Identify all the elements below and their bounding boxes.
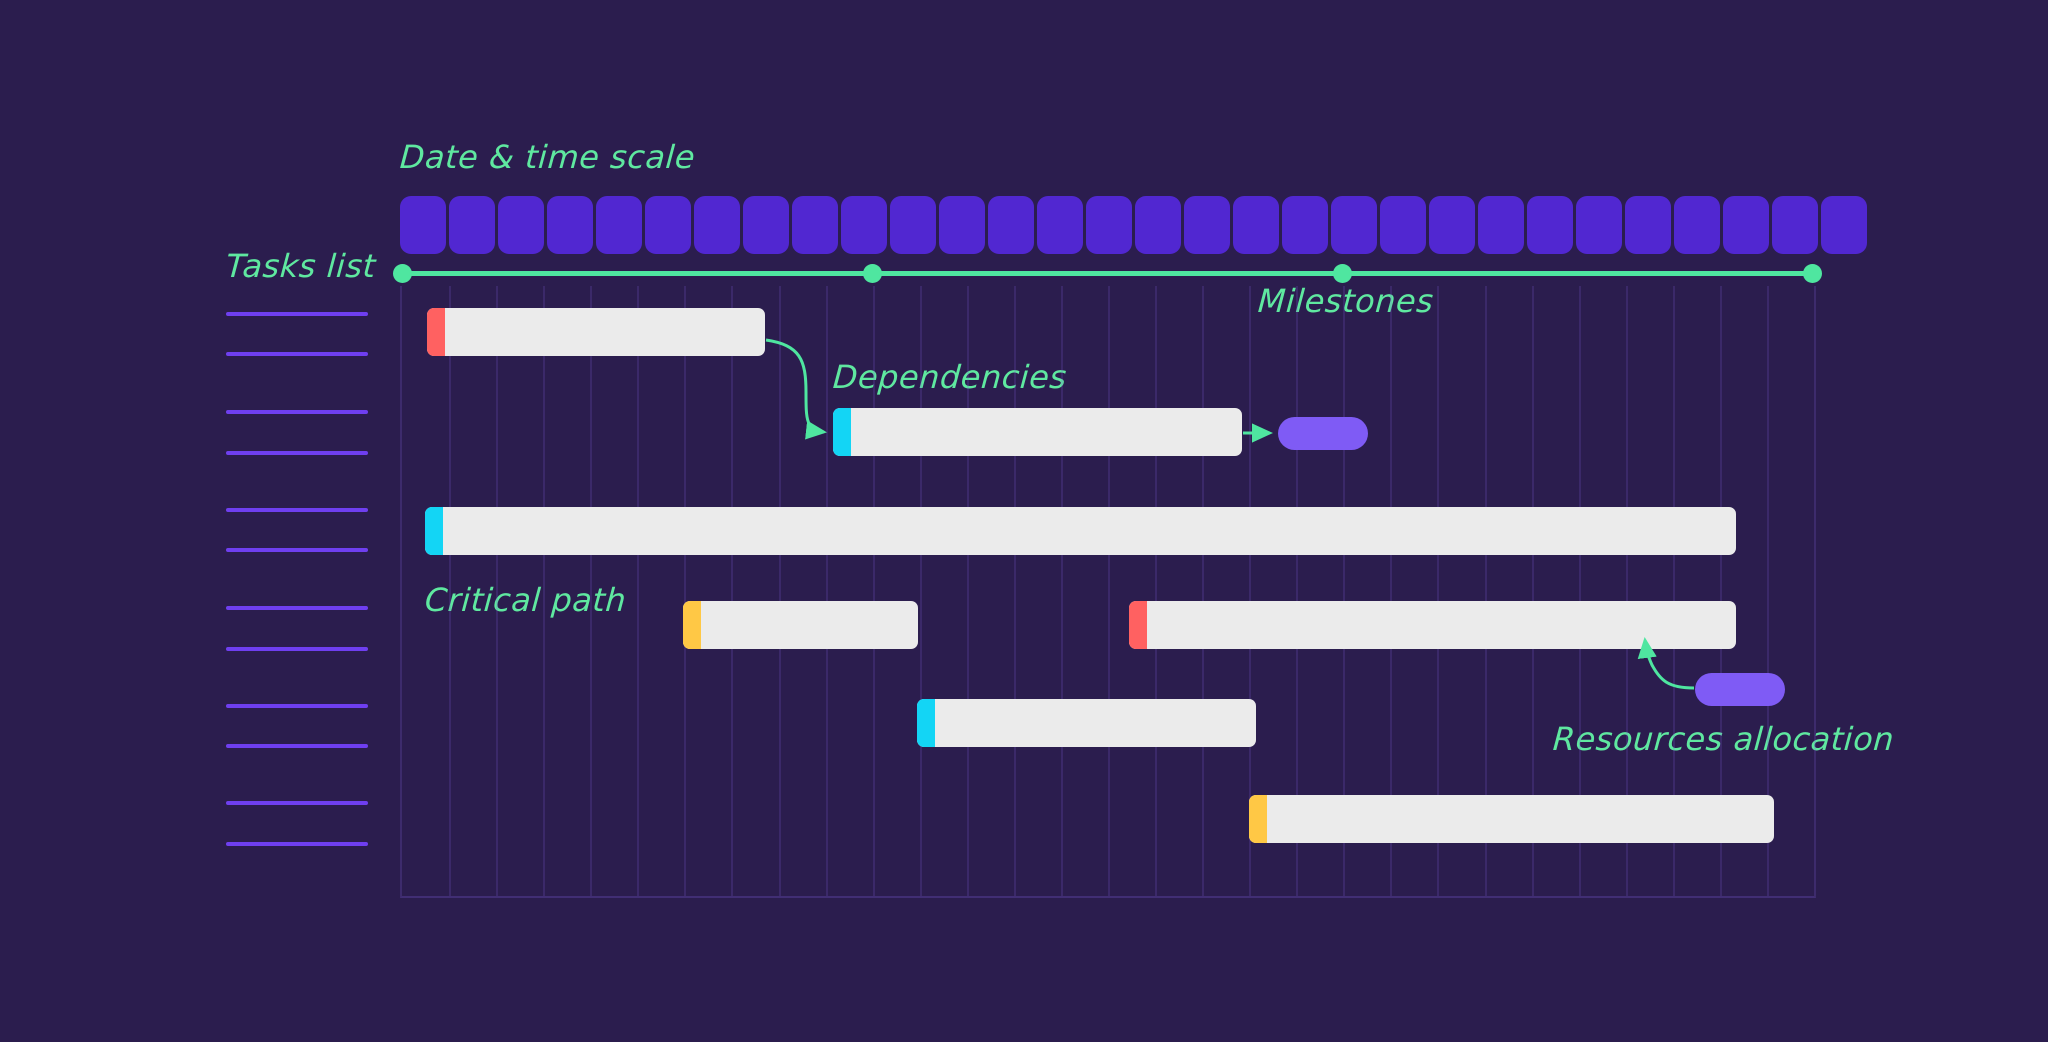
gantt-bar[interactable] xyxy=(427,308,765,356)
date-scale-cell[interactable] xyxy=(596,196,642,254)
grid-line xyxy=(1485,286,1487,896)
gantt-bar-accent xyxy=(917,699,935,747)
task-list-line[interactable] xyxy=(226,801,368,805)
date-scale-cell[interactable] xyxy=(1037,196,1083,254)
task-list-line[interactable] xyxy=(226,451,368,455)
gantt-bar-accent xyxy=(1129,601,1147,649)
date-scale-cell[interactable] xyxy=(1282,196,1328,254)
date-scale-cell[interactable] xyxy=(743,196,789,254)
date-scale-cell[interactable] xyxy=(1625,196,1671,254)
grid-line xyxy=(873,286,875,896)
grid-line xyxy=(1249,286,1251,896)
grid-line xyxy=(543,286,545,896)
task-list-line[interactable] xyxy=(226,548,368,552)
date-scale-cell[interactable] xyxy=(1674,196,1720,254)
date-scale-cell[interactable] xyxy=(694,196,740,254)
grid-line xyxy=(1061,286,1063,896)
date-scale-cell[interactable] xyxy=(841,196,887,254)
gantt-bar[interactable] xyxy=(425,507,1736,555)
milestone-dot[interactable] xyxy=(393,264,412,283)
gantt-grid xyxy=(400,286,1816,898)
task-list-line[interactable] xyxy=(226,410,368,414)
gantt-bar[interactable] xyxy=(683,601,918,649)
date-scale-cell[interactable] xyxy=(1184,196,1230,254)
grid-line xyxy=(1202,286,1204,896)
date-scale-cell[interactable] xyxy=(645,196,691,254)
task-list-line[interactable] xyxy=(226,842,368,846)
resource-pill-2[interactable] xyxy=(1695,673,1785,706)
grid-line xyxy=(1014,286,1016,896)
grid-line xyxy=(1155,286,1157,896)
date-scale-cell[interactable] xyxy=(498,196,544,254)
gantt-bar-accent xyxy=(1249,795,1267,843)
gantt-bar[interactable] xyxy=(1249,795,1774,843)
grid-line xyxy=(637,286,639,896)
grid-line xyxy=(967,286,969,896)
milestone-line xyxy=(398,271,1818,276)
grid-line xyxy=(1626,286,1628,896)
gantt-bar-accent xyxy=(427,308,445,356)
gantt-bar[interactable] xyxy=(833,408,1242,456)
grid-line xyxy=(920,286,922,896)
resource-pill-1[interactable] xyxy=(1278,417,1368,450)
milestone-track[interactable] xyxy=(393,264,1822,284)
grid-line xyxy=(496,286,498,896)
date-scale-cell[interactable] xyxy=(1233,196,1279,254)
date-scale-cell[interactable] xyxy=(547,196,593,254)
task-list-line[interactable] xyxy=(226,312,368,316)
milestone-dot[interactable] xyxy=(1803,264,1822,283)
grid-line xyxy=(826,286,828,896)
grid-line xyxy=(731,286,733,896)
date-scale-cell[interactable] xyxy=(1331,196,1377,254)
date-time-scale-row[interactable] xyxy=(400,196,1867,254)
grid-line xyxy=(449,286,451,896)
grid-line xyxy=(779,286,781,896)
date-scale-cell[interactable] xyxy=(988,196,1034,254)
tasks-list-label: Tasks list xyxy=(224,247,378,285)
task-list-line[interactable] xyxy=(226,508,368,512)
gantt-bar-accent xyxy=(425,507,443,555)
task-list-line[interactable] xyxy=(226,704,368,708)
gantt-bar-accent xyxy=(833,408,851,456)
date-scale-cell[interactable] xyxy=(1429,196,1475,254)
date-scale-cell[interactable] xyxy=(1576,196,1622,254)
date-scale-cell[interactable] xyxy=(792,196,838,254)
date-scale-cell[interactable] xyxy=(939,196,985,254)
grid-line xyxy=(1390,286,1392,896)
task-list-line[interactable] xyxy=(226,647,368,651)
grid-line xyxy=(1108,286,1110,896)
task-list-line[interactable] xyxy=(226,744,368,748)
gantt-bar-accent xyxy=(683,601,701,649)
date-scale-cell[interactable] xyxy=(1772,196,1818,254)
date-scale-cell[interactable] xyxy=(400,196,446,254)
date-scale-cell[interactable] xyxy=(890,196,936,254)
date-scale-cell[interactable] xyxy=(1380,196,1426,254)
grid-line xyxy=(1673,286,1675,896)
task-list-line[interactable] xyxy=(226,606,368,610)
date-scale-cell[interactable] xyxy=(1527,196,1573,254)
grid-line xyxy=(1767,286,1769,896)
milestone-dot[interactable] xyxy=(863,264,882,283)
date-scale-cell[interactable] xyxy=(449,196,495,254)
date-scale-cell[interactable] xyxy=(1723,196,1769,254)
grid-line xyxy=(684,286,686,896)
grid-line xyxy=(1579,286,1581,896)
grid-line xyxy=(1437,286,1439,896)
grid-line xyxy=(1720,286,1722,896)
date-scale-cell[interactable] xyxy=(1086,196,1132,254)
milestone-dot[interactable] xyxy=(1333,264,1352,283)
date-time-scale-label: Date & time scale xyxy=(398,138,697,176)
grid-line xyxy=(1532,286,1534,896)
grid-line xyxy=(1343,286,1345,896)
gantt-bar[interactable] xyxy=(917,699,1256,747)
date-scale-cell[interactable] xyxy=(1821,196,1867,254)
grid-line xyxy=(590,286,592,896)
gantt-bar[interactable] xyxy=(1129,601,1736,649)
grid-line xyxy=(1296,286,1298,896)
date-scale-cell[interactable] xyxy=(1135,196,1181,254)
date-scale-cell[interactable] xyxy=(1478,196,1524,254)
task-list-line[interactable] xyxy=(226,352,368,356)
